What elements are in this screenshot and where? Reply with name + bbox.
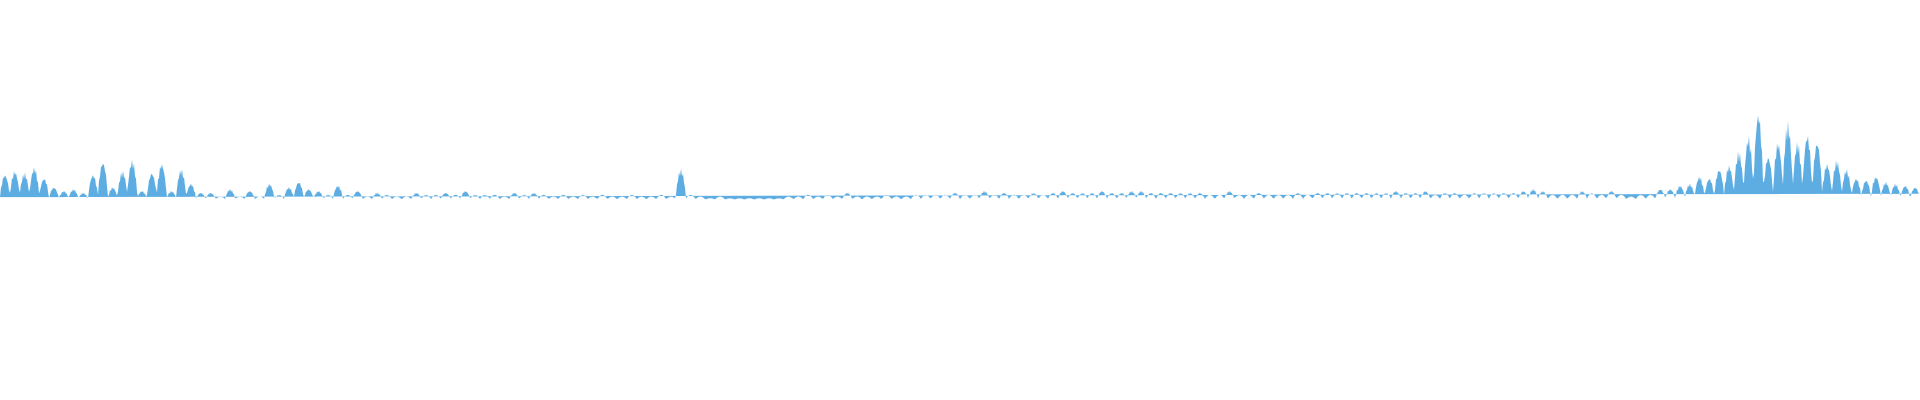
waveform-shape xyxy=(0,115,1919,200)
